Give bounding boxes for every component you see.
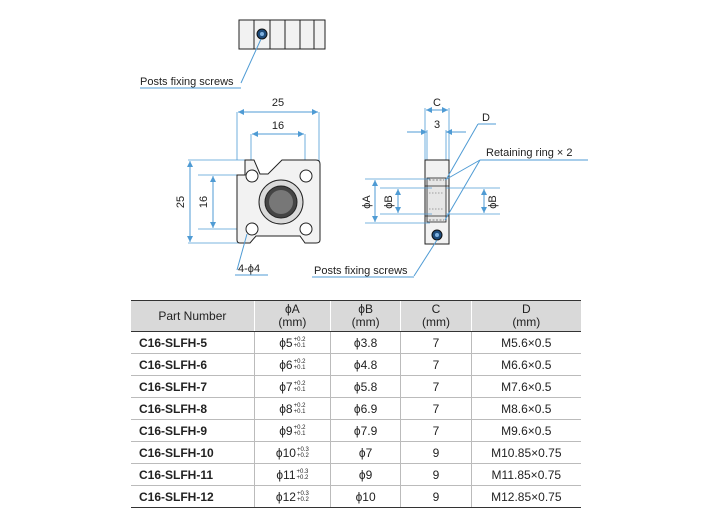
tolerance: +0.3+0.2 bbox=[296, 447, 309, 460]
tolerance: +0.2+0.1 bbox=[293, 403, 306, 416]
phi-b-right-label: ϕB bbox=[487, 195, 499, 209]
cell-part-number: C16-SLFH-6 bbox=[131, 353, 255, 376]
cell-part-number: C16-SLFH-9 bbox=[131, 419, 255, 442]
header-phi-b: ϕB(mm) bbox=[329, 300, 401, 332]
phi-b-left-label: ϕB bbox=[383, 195, 395, 209]
dim-3-label: 3 bbox=[434, 119, 440, 131]
tolerance: +0.3+0.2 bbox=[296, 469, 309, 482]
cell-c: 9 bbox=[400, 463, 472, 486]
cell-phi-a: ϕ8+0.2+0.1 bbox=[253, 397, 331, 420]
cell-part-number: C16-SLFH-5 bbox=[131, 331, 255, 354]
cell-d: M7.6×0.5 bbox=[470, 375, 581, 398]
posts-fixing-screws-label-bottom: Posts fixing screws bbox=[314, 265, 408, 277]
header-c: C(mm) bbox=[400, 300, 472, 332]
cell-phi-b: ϕ3.8 bbox=[329, 331, 401, 354]
cell-phi-b: ϕ5.8 bbox=[329, 375, 401, 398]
header-d: D(mm) bbox=[470, 300, 581, 332]
header-part-number: Part Number bbox=[131, 300, 255, 332]
dim-height-25: 25 bbox=[175, 196, 187, 208]
cell-phi-a: ϕ10+0.3+0.2 bbox=[253, 441, 331, 464]
mounting-hole-icon bbox=[299, 222, 313, 236]
cell-phi-a: ϕ12+0.3+0.2 bbox=[253, 485, 331, 508]
mounting-hole-icon bbox=[299, 169, 313, 183]
cell-c: 7 bbox=[400, 353, 472, 376]
tolerance: +0.2+0.1 bbox=[293, 359, 306, 372]
cell-d: M11.85×0.75 bbox=[470, 463, 581, 486]
cell-phi-a: ϕ9+0.2+0.1 bbox=[253, 419, 331, 442]
cell-c: 7 bbox=[400, 419, 472, 442]
cell-phi-a: ϕ6+0.2+0.1 bbox=[253, 353, 331, 376]
cell-phi-b: ϕ6.9 bbox=[329, 397, 401, 420]
technical-drawing: Posts fixing screws 25 16 25 16 4-ϕ4 C 3 bbox=[140, 19, 588, 278]
tolerance: +0.3+0.2 bbox=[296, 491, 309, 504]
side-view bbox=[424, 159, 450, 245]
cell-phi-a: ϕ11+0.3+0.2 bbox=[253, 463, 331, 486]
cell-part-number: C16-SLFH-7 bbox=[131, 375, 255, 398]
cell-part-number: C16-SLFH-8 bbox=[131, 397, 255, 420]
cell-phi-b: ϕ10 bbox=[329, 485, 401, 508]
cell-part-number: C16-SLFH-10 bbox=[131, 441, 255, 464]
cell-d: M12.85×0.75 bbox=[470, 485, 581, 508]
dim-width-25: 25 bbox=[272, 97, 284, 109]
cell-part-number: C16-SLFH-11 bbox=[131, 463, 255, 486]
cell-phi-b: ϕ4.8 bbox=[329, 353, 401, 376]
top-view bbox=[238, 19, 326, 50]
cell-part-number: C16-SLFH-12 bbox=[131, 485, 255, 508]
spec-table: Part Number ϕA(mm) ϕB(mm) C(mm) D(mm) C1… bbox=[131, 300, 581, 508]
cell-phi-b: ϕ9 bbox=[329, 463, 401, 486]
cell-phi-b: ϕ7.9 bbox=[329, 419, 401, 442]
cell-d: M8.6×0.5 bbox=[470, 397, 581, 420]
cell-phi-a: ϕ5+0.2+0.1 bbox=[253, 331, 331, 354]
dim-d-label: D bbox=[482, 112, 490, 124]
cell-c: 9 bbox=[400, 485, 472, 508]
cell-d: M6.6×0.5 bbox=[470, 353, 581, 376]
tolerance: +0.2+0.1 bbox=[293, 425, 306, 438]
header-phi-a: ϕA(mm) bbox=[253, 300, 331, 332]
cell-d: M9.6×0.5 bbox=[470, 419, 581, 442]
cell-c: 7 bbox=[400, 375, 472, 398]
mounting-hole-icon bbox=[245, 169, 259, 183]
cell-d: M10.85×0.75 bbox=[470, 441, 581, 464]
cell-phi-a: ϕ7+0.2+0.1 bbox=[253, 375, 331, 398]
cell-c: 7 bbox=[400, 331, 472, 354]
tolerance: +0.2+0.1 bbox=[293, 337, 306, 350]
posts-fixing-screws-label-top: Posts fixing screws bbox=[140, 76, 234, 88]
dim-c-label: C bbox=[433, 97, 441, 109]
dim-width-16: 16 bbox=[272, 120, 284, 132]
cell-d: M5.6×0.5 bbox=[470, 331, 581, 354]
tolerance: +0.2+0.1 bbox=[293, 381, 306, 394]
dim-height-16: 16 bbox=[198, 196, 210, 208]
cell-c: 9 bbox=[400, 441, 472, 464]
cell-phi-b: ϕ7 bbox=[329, 441, 401, 464]
cell-c: 7 bbox=[400, 397, 472, 420]
table-header-row: Part Number ϕA(mm) ϕB(mm) C(mm) D(mm) bbox=[131, 300, 581, 332]
phi-a-label: ϕA bbox=[361, 195, 373, 209]
mounting-hole-icon bbox=[245, 222, 259, 236]
front-view bbox=[236, 159, 321, 244]
retaining-ring-label: Retaining ring × 2 bbox=[486, 147, 573, 159]
holes-label: 4-ϕ4 bbox=[238, 263, 260, 275]
